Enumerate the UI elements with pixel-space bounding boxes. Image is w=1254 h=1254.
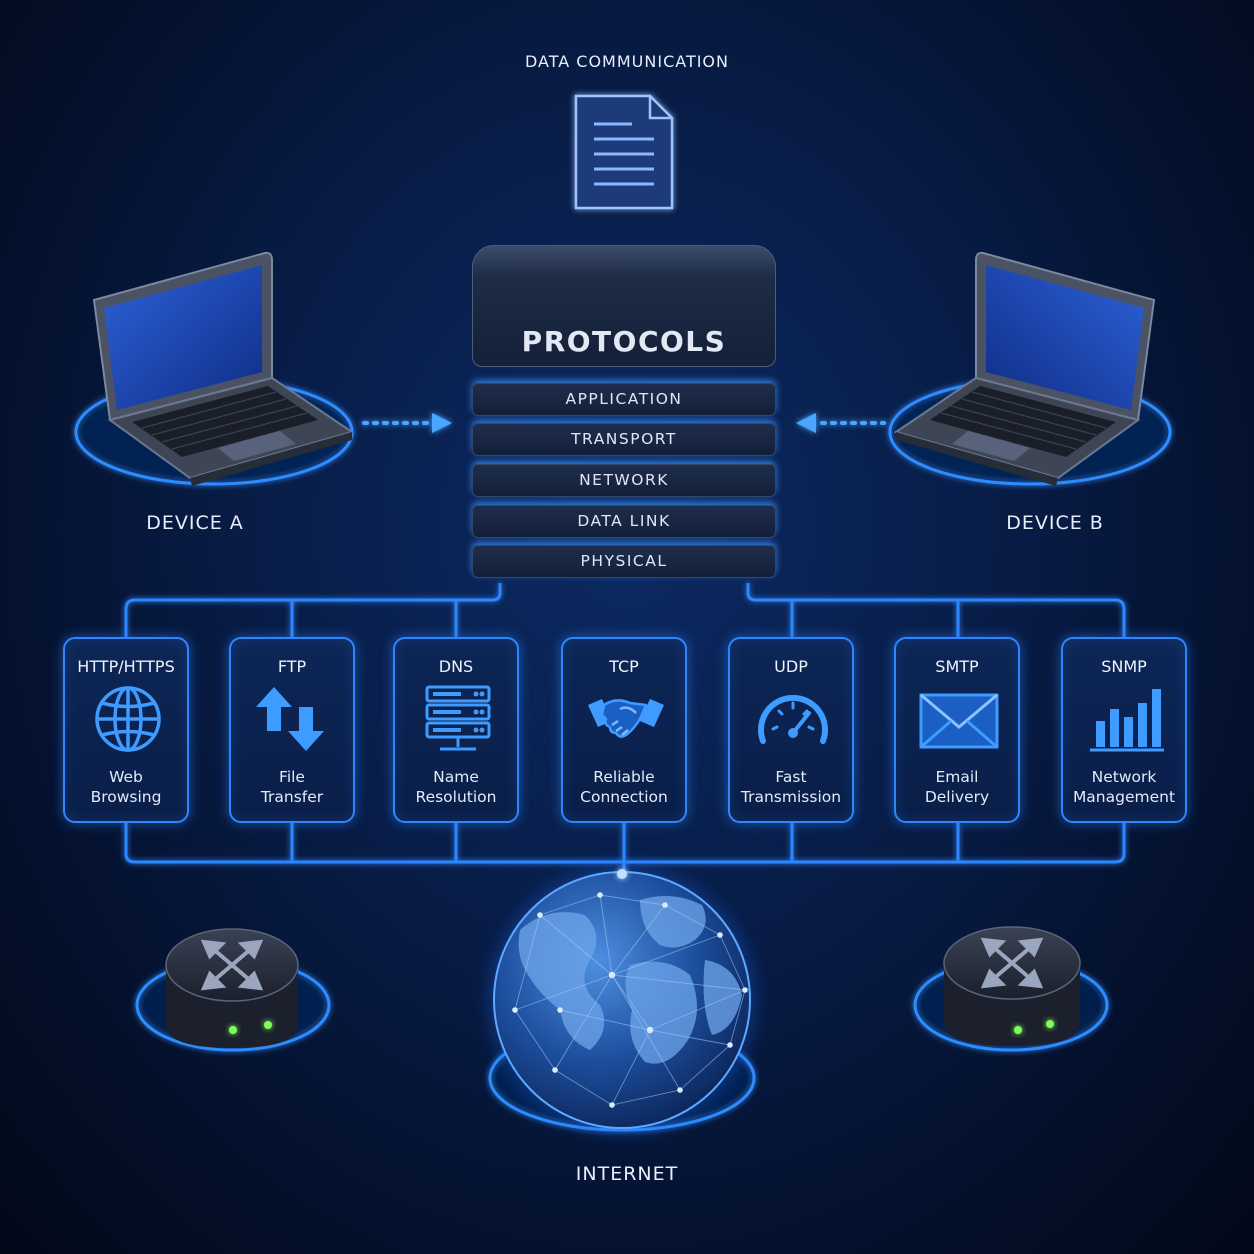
- handshake-icon: [588, 699, 664, 738]
- bar-chart-icon: [1090, 689, 1164, 752]
- laptop-a-icon: [92, 251, 355, 486]
- laptop-b-icon: [893, 251, 1156, 486]
- internet-label: INTERNET: [575, 1163, 679, 1185]
- document-icon: [574, 94, 674, 210]
- router-right-icon: [943, 926, 1081, 1046]
- protocol-bus-top: [124, 583, 1126, 637]
- server-icon: [425, 685, 491, 751]
- layer-network: NETWORK: [472, 464, 776, 497]
- speedometer-icon: [758, 694, 828, 744]
- layer-transport: TRANSPORT: [472, 423, 776, 456]
- device-b-label: DEVICE B: [1006, 512, 1104, 534]
- up-down-arrows-icon: [256, 687, 324, 751]
- envelope-icon: [919, 693, 999, 749]
- layer-physical: PHYSICAL: [472, 545, 776, 578]
- protocol-name: DNS: [438, 657, 474, 676]
- device-a-link: [362, 413, 452, 433]
- router-left-icon: [165, 928, 299, 1048]
- protocol-name: SNMP: [1101, 657, 1147, 676]
- stack-title: PROTOCOLS: [521, 325, 727, 358]
- layer-application: APPLICATION: [472, 383, 776, 416]
- protocol-name: HTTP/HTTPS: [77, 657, 175, 676]
- device-a-label: DEVICE A: [146, 512, 244, 534]
- stack-header: PROTOCOLS: [472, 245, 776, 367]
- device-b-link: [796, 413, 886, 433]
- globe-icon: [95, 686, 161, 752]
- protocol-name: UDP: [774, 657, 808, 676]
- diagram-title: DATA COMMUNICATION: [524, 52, 729, 71]
- protocol-stack: PHYSICAL DATA LINK NETWORK TRANSPORT APP…: [472, 245, 776, 583]
- protocol-name: FTP: [277, 657, 307, 676]
- layer-data-link: DATA LINK: [472, 505, 776, 538]
- protocol-name: TCP: [609, 657, 639, 676]
- protocol-name: SMTP: [935, 657, 979, 676]
- globe-icon: [490, 868, 754, 1132]
